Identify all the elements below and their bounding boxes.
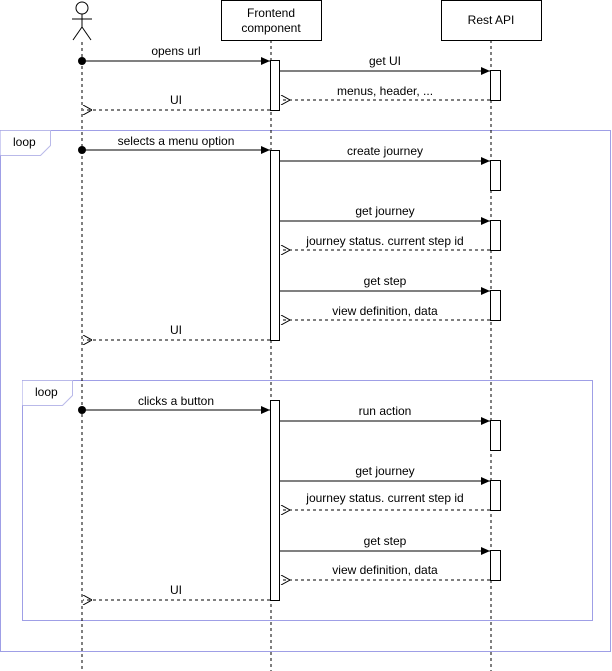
actor-head xyxy=(75,1,89,15)
message-label: get UI xyxy=(369,54,401,68)
message-label: get journey xyxy=(355,204,414,218)
frame-label-tab xyxy=(0,130,51,156)
message-label: get step xyxy=(364,534,407,548)
message-label: clicks a button xyxy=(138,394,214,408)
message-label: opens url xyxy=(151,44,200,58)
frame-border xyxy=(22,380,593,621)
frame-label: loop xyxy=(13,135,36,149)
participant-rest-api: Rest API xyxy=(441,0,542,41)
activation-bar-api xyxy=(490,420,501,451)
message-label: get journey xyxy=(355,464,414,478)
activation-bar-api xyxy=(490,290,501,321)
activations xyxy=(270,60,501,601)
participant-box xyxy=(441,0,542,41)
activation-bar-api xyxy=(490,70,501,101)
message-label: get step xyxy=(364,274,407,288)
message-label: selects a menu option xyxy=(118,134,235,148)
message-label: view definition, data xyxy=(332,563,438,577)
actor-leg-left xyxy=(72,26,83,41)
message-label: view definition, data xyxy=(332,304,438,318)
activation-bar-frontend xyxy=(270,60,280,111)
activation-bar-api xyxy=(490,220,501,251)
activation-bar-api xyxy=(490,550,501,581)
participant-label-line-1: Frontend xyxy=(247,6,295,20)
actor-user xyxy=(72,1,92,41)
actor-leg-right xyxy=(81,26,92,41)
frame-label-tab xyxy=(22,380,73,406)
activation-bar-api xyxy=(490,480,501,511)
messages: opens url get UI menus, header, ... UI s… xyxy=(78,44,490,600)
loop-frame-outer: loop xyxy=(0,130,611,652)
participant-label: Rest API xyxy=(468,13,515,27)
message-label: journey status. current step id xyxy=(305,234,463,248)
message-label: UI xyxy=(170,93,182,107)
participant-frontend: Frontend component xyxy=(221,0,322,41)
message-label: create journey xyxy=(347,144,423,158)
message-label: menus, header, ... xyxy=(337,84,433,98)
frame-label: loop xyxy=(35,385,58,399)
message-label: UI xyxy=(170,583,182,597)
message-label: run action xyxy=(359,404,412,418)
loop-frame-inner: loop xyxy=(22,380,593,621)
participant-box xyxy=(221,0,322,41)
activation-bar-frontend xyxy=(270,400,280,601)
frame-border xyxy=(0,130,611,652)
participant-label-line-2: component xyxy=(241,21,301,35)
message-label: journey status. current step id xyxy=(305,491,463,505)
message-label: UI xyxy=(170,323,182,337)
activation-bar-frontend xyxy=(270,150,280,341)
activation-bar-api xyxy=(490,160,501,191)
